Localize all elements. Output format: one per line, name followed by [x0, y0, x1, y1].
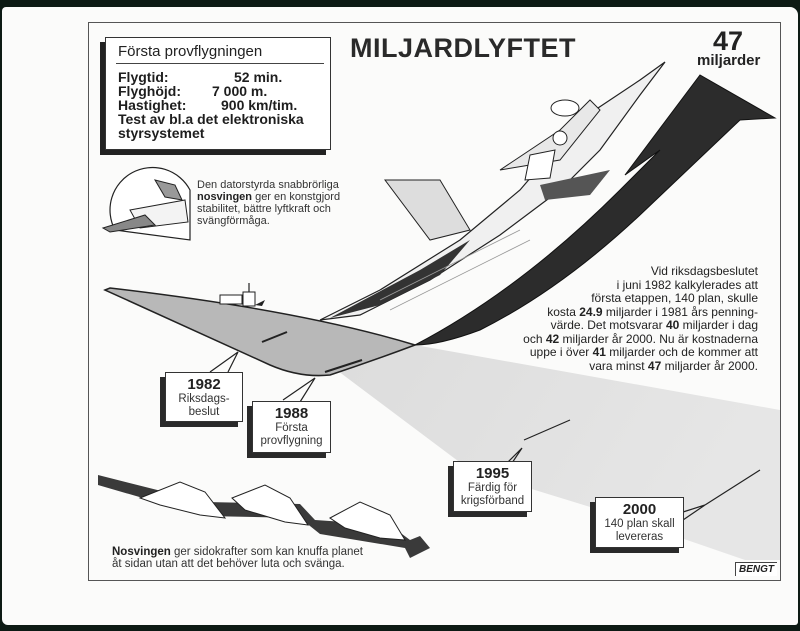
flight-time-value: 52 min.: [234, 69, 283, 85]
side-force-caption: Nosvingen ger sidokrafter som kan knuffa…: [112, 546, 363, 570]
timeline-text: Färdig för: [467, 482, 518, 494]
timeline-year: 1995: [475, 465, 510, 482]
cost-today-value: 40: [665, 318, 680, 332]
timeline-label-1988: 1988 Första provflygning: [252, 401, 331, 453]
paragraph-line: första etappen, 140 plan, skulle: [591, 291, 758, 305]
callout-leader-1995-tail: [523, 419, 571, 441]
test-note-line2: styrsystemet: [118, 125, 205, 141]
text: uppe i över: [529, 345, 593, 359]
flight-speed-label: Hastighet:: [118, 97, 187, 113]
paragraph-line: kosta 24.9 miljarder i 1981 års penning-: [468, 304, 758, 320]
artist-signature: BENGT: [735, 562, 777, 576]
flight-altitude-label: Flyghöjd:: [118, 83, 181, 99]
text: miljarder år 2000.: [661, 358, 758, 373]
text: vara minst: [589, 358, 648, 373]
text: kosta: [547, 304, 580, 319]
paragraph-line: i juni 1982 kalkylerades att: [616, 277, 758, 292]
timeline-text: provflygning: [260, 435, 323, 447]
canard-term: nosvingen: [197, 191, 253, 203]
canard-detail-illustration: [101, 166, 191, 241]
timeline-year: 2000: [622, 501, 657, 518]
paragraph-line: värde. Det motsvarar 40 miljarder i dag: [468, 318, 758, 333]
callout-leader-1995: [504, 447, 523, 467]
flight-time-label: Flygtid:: [118, 69, 169, 85]
jet-fighter-illustration: [319, 61, 666, 321]
flight-altitude-value: 7 000 m.: [212, 83, 268, 99]
text: miljarder i dag: [679, 318, 758, 332]
timeline-text: 140 plan skall: [604, 518, 675, 530]
info-box-title: Första provflygningen: [118, 43, 263, 60]
paragraph-line: uppe i över 41 miljarder och de kommer a…: [468, 345, 758, 360]
first-flight-info-box: Första provflygningen Flygtid: 52 min. F…: [105, 37, 331, 150]
jet-icon: [329, 501, 406, 541]
caption-line: åt sidan utan att det behöver luta och s…: [112, 558, 345, 570]
timeline-text: krigsförband: [460, 495, 525, 507]
info-box-divider: [116, 63, 324, 64]
text: miljarder i 1981 års penning-: [602, 304, 758, 319]
test-note-line1: Test av bl.a det elektroniska: [118, 111, 304, 127]
timeline-text: Riksdags-: [178, 393, 230, 405]
canard-caption-text: ger en konstgjord: [252, 191, 341, 203]
canard-caption-line: nosvingen ger en konstgjord: [197, 191, 340, 203]
canard-caption-line: Den datorstyrda snabbrörliga: [197, 179, 339, 191]
cost-2000-estimate-value: 42: [545, 331, 560, 346]
total-cost-unit: miljarder: [697, 52, 761, 69]
text: värde. Det motsvarar: [550, 318, 666, 332]
canard-term: Nosvingen: [112, 546, 171, 558]
timeline-year: 1988: [274, 405, 309, 422]
timeline-label-2000: 2000 140 plan skall levereras: [595, 497, 684, 548]
callout-leader-1988: [282, 377, 316, 403]
paragraph-line: och 42 miljarder år 2000. Nu är kostnade…: [468, 331, 758, 347]
jet-icon: [138, 481, 227, 519]
text: miljarder och de kommer att: [605, 345, 758, 359]
cost-current-value: 41: [592, 345, 606, 359]
canard-caption-line: stabilitet, bättre lyftkraft och: [197, 203, 331, 215]
caption-line: Nosvingen ger sidokrafter som kan knuffa…: [112, 546, 363, 558]
total-cost-value: 47: [713, 26, 744, 56]
ribbon-tick: [324, 359, 363, 373]
paragraph-line: vara minst 47 miljarder år 2000.: [468, 358, 758, 374]
text: miljarder år 2000. Nu är kostnaderna: [559, 331, 758, 346]
side-force-arrow: [98, 475, 430, 558]
timeline-year: 1982: [187, 376, 221, 393]
cost-paragraph: Vid riksdagsbeslutet i juni 1982 kalkyle…: [468, 264, 758, 374]
timeline-text: beslut: [188, 406, 220, 418]
text: ger sidokrafter som kan knuffa planet: [170, 546, 363, 558]
cost-1981-value: 24.9: [579, 304, 603, 319]
flight-speed-value: 900 km/tim.: [221, 97, 298, 113]
ribbon-tick: [261, 331, 288, 343]
ribbon-dark-segment: [414, 74, 777, 346]
timeline-text: levereras: [615, 531, 664, 543]
paragraph-line: Vid riksdagsbeslutet: [650, 264, 758, 278]
callout-leader-1982: [209, 351, 239, 373]
timeline-label-1995: 1995 Färdig för krigsförband: [453, 461, 532, 512]
headline: MILJARDLYFTET: [350, 33, 577, 63]
text: och: [523, 331, 546, 346]
canard-caption-line: svängförmåga.: [197, 215, 270, 227]
cost-minimum-value: 47: [647, 358, 662, 373]
infographic-frame: [88, 22, 781, 581]
control-tower-icon: [219, 283, 265, 307]
callout-leader-2000-tail: [704, 469, 761, 506]
timeline-text: Första: [275, 422, 308, 434]
canard-caption: Den datorstyrda snabbrörliga nosvingen g…: [197, 179, 340, 227]
jet-icon: [231, 484, 310, 526]
timeline-label-1982: 1982 Riksdags- beslut: [165, 372, 243, 422]
